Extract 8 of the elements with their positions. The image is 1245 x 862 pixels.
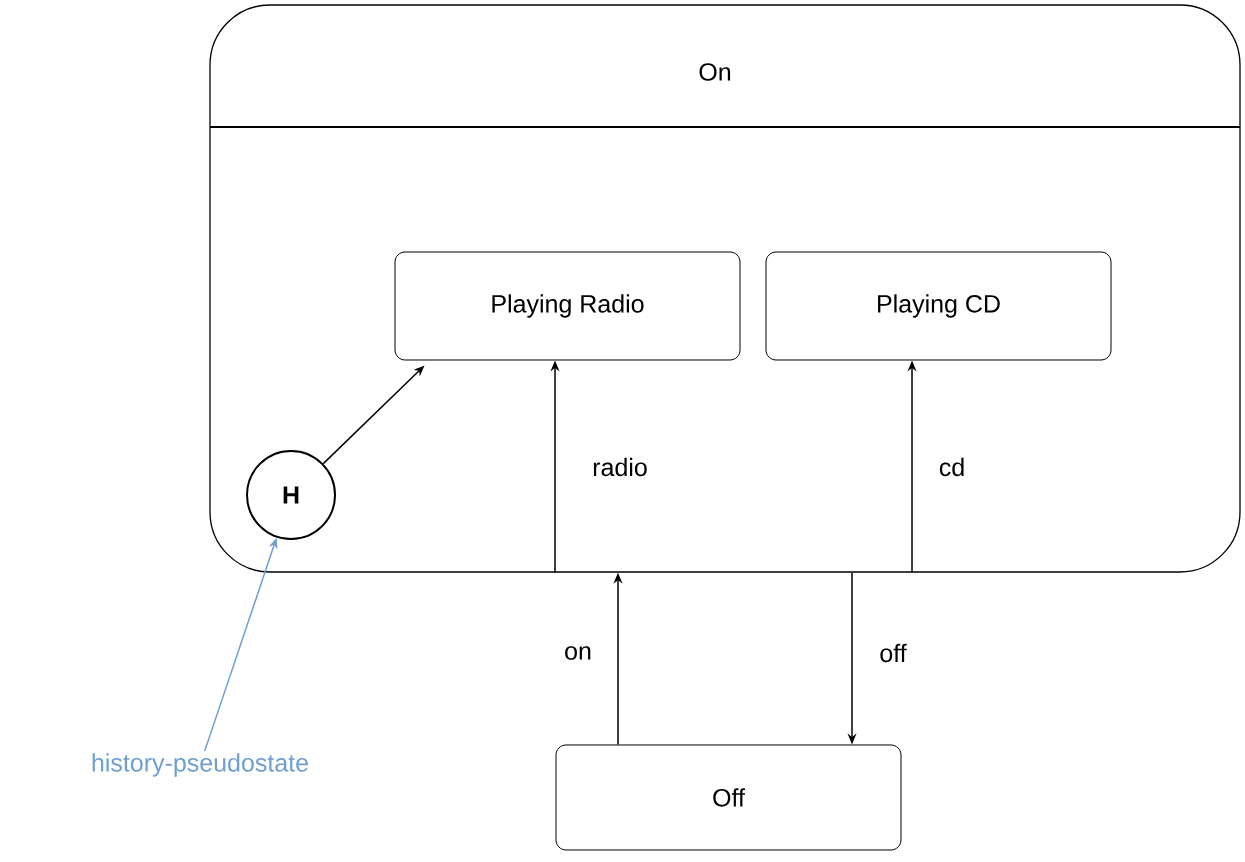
edge-label: on [562,644,594,662]
edge-label: radio [590,455,650,479]
state-box: Off [555,744,902,851]
edge-label: off [877,641,909,665]
state-box: Playing Radio [394,251,741,361]
edge-label: cd [936,455,968,479]
state-box: Playing CD [765,251,1112,361]
annotation-text: history-pseudostate [92,753,308,777]
